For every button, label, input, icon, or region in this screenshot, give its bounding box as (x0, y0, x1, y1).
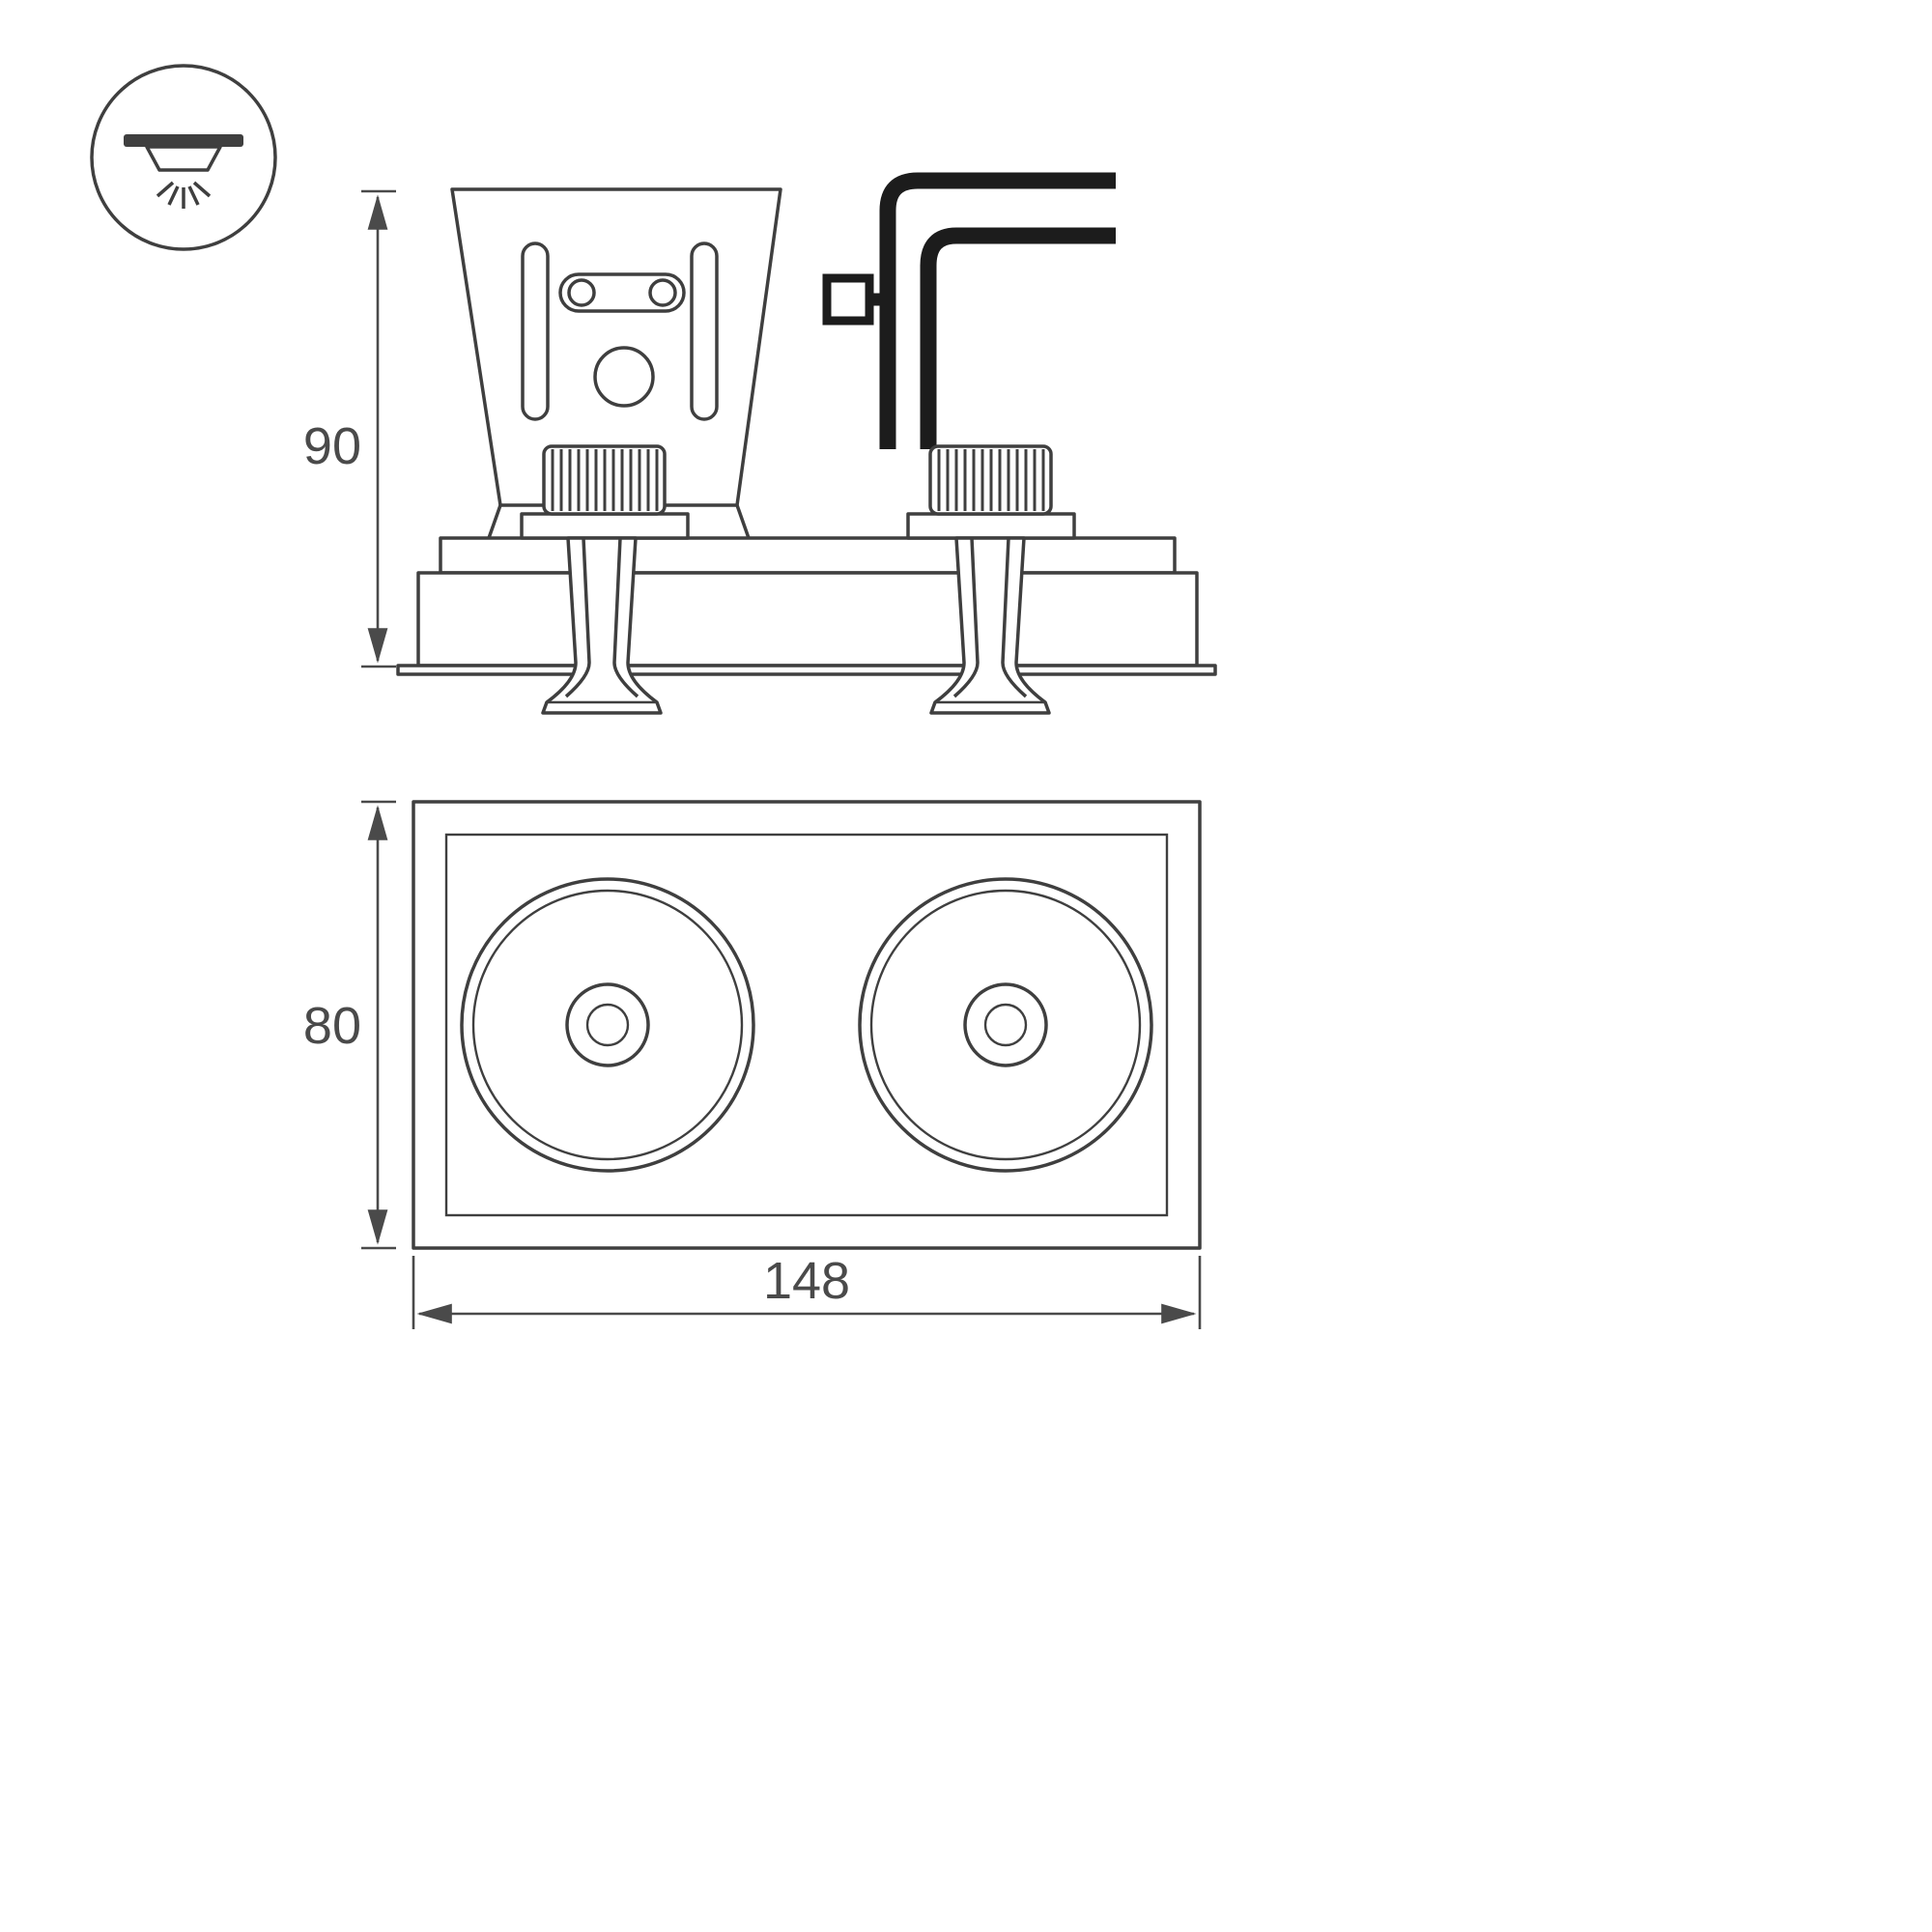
spring-inner-right-a (952, 537, 980, 698)
front-inner-frame (444, 833, 1169, 1217)
power-cables (822, 172, 1116, 449)
lens-inner-ring (869, 889, 1142, 1161)
bracket-foot-left (487, 504, 502, 539)
light-ray (167, 185, 180, 206)
badge-circle (90, 64, 277, 251)
light-ray (156, 181, 175, 198)
lens-left (460, 877, 755, 1173)
led-module-left (520, 444, 690, 540)
lens-outer-ring (460, 877, 755, 1173)
mounting-bracket (450, 187, 782, 539)
adjustment-slot (558, 272, 686, 313)
spring-clip-left (541, 536, 663, 715)
spring-bell-right (929, 536, 1051, 715)
lens-outer-ring (858, 877, 1153, 1173)
module-base-right (906, 512, 1076, 540)
bracket-slot-right (690, 242, 719, 421)
dimension-label-90: 90 (303, 417, 361, 475)
cable-gland (822, 273, 874, 326)
module-base-left (520, 512, 690, 540)
bracket-slot-left (521, 242, 550, 421)
spring-clip-right (929, 536, 1051, 715)
ceiling-bar (124, 134, 243, 147)
adjustment-screw-left (567, 278, 596, 307)
mounting-frame (396, 536, 1217, 676)
dimension-side-height: 90 (303, 189, 396, 668)
heatsink-fins-right (937, 449, 1045, 511)
bracket-hole (593, 346, 655, 408)
recessed-downlight-icon (124, 134, 243, 209)
lens-inner-ring (471, 889, 744, 1161)
adjustment-screw-right (648, 278, 677, 307)
light-ray (187, 185, 200, 206)
spring-bell-left (541, 536, 663, 715)
spring-inner-left-b (612, 537, 639, 698)
bracket-foot-right (735, 504, 751, 539)
front-view (412, 800, 1202, 1250)
front-outer-frame (412, 800, 1202, 1250)
dimension-front-width: 148 (412, 1252, 1202, 1329)
spring-inner-right-b (1001, 537, 1028, 698)
light-ray (192, 181, 212, 198)
side-view (396, 172, 1217, 715)
led-center (983, 1003, 1028, 1047)
dimension-label-148: 148 (763, 1252, 850, 1310)
led-center (585, 1003, 630, 1047)
dimension-label-80: 80 (303, 997, 361, 1055)
led-module-right (906, 444, 1076, 540)
heatsink-fins-left (551, 449, 659, 511)
led-ring (565, 982, 650, 1067)
cable-1 (879, 172, 1116, 449)
recessed-light-badge (90, 64, 277, 251)
lamp-housing (145, 145, 222, 172)
cable-2 (920, 227, 1116, 449)
lens-right (858, 877, 1153, 1173)
frame-flange (396, 664, 1217, 676)
dimension-front-height: 80 (303, 800, 396, 1250)
led-ring (963, 982, 1048, 1067)
frame-step-top (439, 536, 1177, 575)
frame-body (416, 571, 1199, 668)
spring-inner-left-a (564, 537, 591, 698)
